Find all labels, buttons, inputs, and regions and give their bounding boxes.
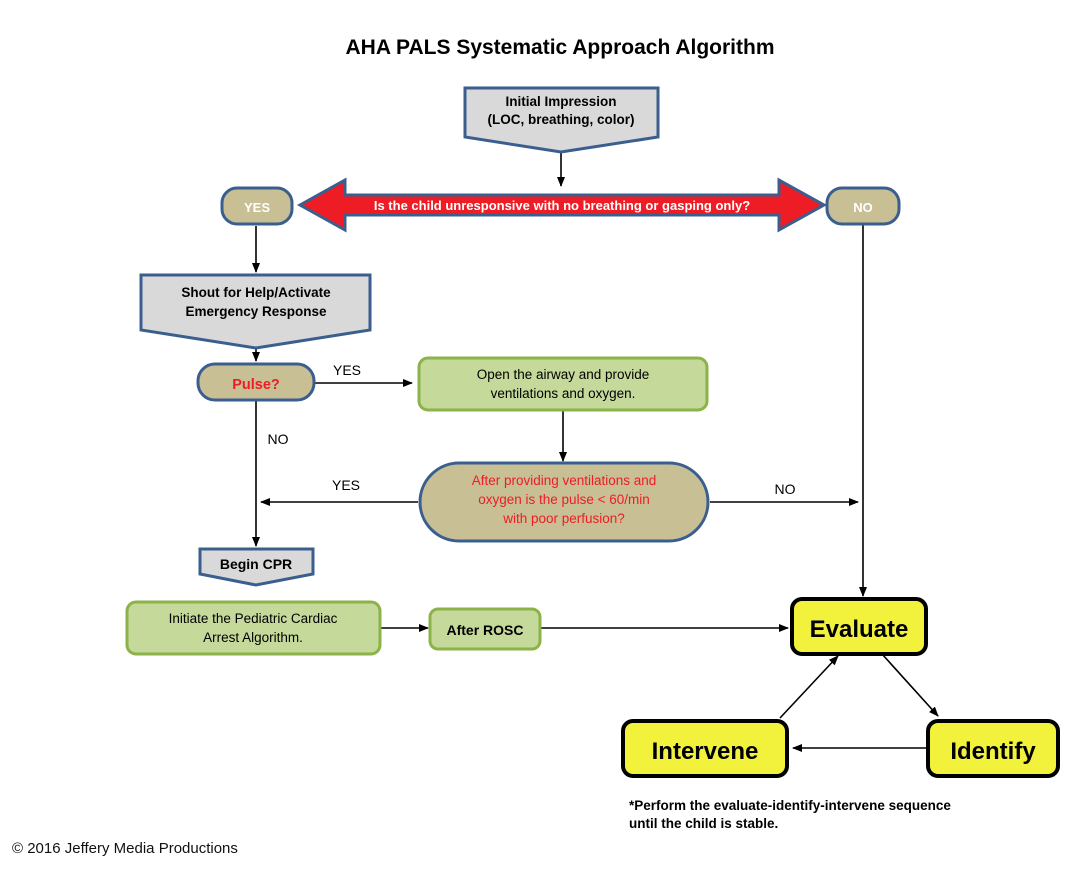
initiate-algorithm-shape bbox=[125, 600, 382, 656]
footnote-line1: *Perform the evaluate-identify-intervene… bbox=[629, 798, 951, 813]
node-evaluate[interactable]: Evaluate bbox=[790, 597, 928, 656]
node-initiate-algorithm[interactable]: Initiate the Pediatric Cardiac Arrest Al… bbox=[125, 600, 382, 656]
node-shout-for-help[interactable]: Shout for Help/Activate Emergency Respon… bbox=[139, 273, 372, 350]
node-begin-cpr[interactable]: Begin CPR bbox=[198, 547, 315, 587]
shout-for-help-line1: Shout for Help/Activate bbox=[181, 285, 331, 300]
question-banner-label: Is the child unresponsive with no breath… bbox=[374, 198, 750, 213]
edge-intervene-to-evaluate bbox=[779, 655, 839, 719]
open-airway-line2: ventilations and oxygen. bbox=[491, 386, 636, 401]
edge-evaluate-to-identify bbox=[881, 653, 939, 717]
identify-label: Identify bbox=[950, 738, 1036, 765]
open-airway-shape bbox=[417, 356, 709, 412]
node-question-banner[interactable]: Is the child unresponsive with no breath… bbox=[296, 177, 828, 233]
begin-cpr-shape bbox=[198, 547, 315, 587]
initiate-algorithm-line2: Arrest Algorithm. bbox=[203, 630, 303, 645]
node-pulse[interactable]: Pulse? bbox=[196, 362, 316, 402]
yes-pill-label: YES bbox=[244, 200, 270, 215]
pulse-check-oval-shape bbox=[418, 461, 710, 543]
node-pulse-check-oval[interactable]: After providing ventilations and oxygen … bbox=[418, 461, 710, 543]
no-pill-shape bbox=[825, 186, 901, 226]
evaluate-label: Evaluate bbox=[810, 616, 909, 643]
pulse-shape bbox=[196, 362, 316, 402]
node-intervene[interactable]: Intervene bbox=[621, 719, 789, 778]
identify-shape bbox=[926, 719, 1060, 778]
node-initial-impression[interactable]: Initial Impression (LOC, breathing, colo… bbox=[463, 86, 660, 154]
yes-pill-shape bbox=[220, 186, 294, 226]
edge-label-oval-yes: YES bbox=[332, 477, 360, 493]
node-after-rosc[interactable]: After ROSC bbox=[428, 607, 542, 651]
shout-for-help-line2: Emergency Response bbox=[185, 304, 327, 319]
initial-impression-line1: Initial Impression bbox=[505, 94, 616, 109]
after-rosc-label: After ROSC bbox=[446, 622, 523, 638]
pulse-check-line2: oxygen is the pulse < 60/min bbox=[478, 492, 649, 507]
node-no-pill[interactable]: NO bbox=[825, 186, 901, 226]
begin-cpr-label: Begin CPR bbox=[220, 556, 292, 572]
pulse-check-line3: with poor perfusion? bbox=[502, 511, 625, 526]
connector-lines bbox=[252, 152, 939, 752]
initial-impression-line2: (LOC, breathing, color) bbox=[488, 112, 635, 127]
copyright-notice: © 2016 Jeffery Media Productions bbox=[12, 840, 238, 857]
evaluate-shape bbox=[790, 597, 928, 656]
pulse-label: Pulse? bbox=[232, 377, 280, 393]
edge-label-pulse-yes: YES bbox=[333, 362, 361, 378]
intervene-label: Intervene bbox=[652, 738, 759, 765]
edge-labels: YES NO YES NO bbox=[268, 362, 796, 497]
node-yes-pill[interactable]: YES bbox=[220, 186, 294, 226]
after-rosc-shape bbox=[428, 607, 542, 651]
pulse-check-line1: After providing ventilations and bbox=[472, 473, 657, 488]
open-airway-line1: Open the airway and provide bbox=[477, 367, 650, 382]
footnote: *Perform the evaluate-identify-intervene… bbox=[629, 798, 951, 831]
edge-label-oval-no: NO bbox=[775, 481, 796, 497]
initiate-algorithm-line1: Initiate the Pediatric Cardiac bbox=[169, 611, 338, 626]
question-banner-shape bbox=[296, 177, 828, 233]
no-pill-label: NO bbox=[853, 200, 873, 215]
edge-label-pulse-no: NO bbox=[268, 431, 289, 447]
page-title: AHA PALS Systematic Approach Algorithm bbox=[345, 36, 774, 59]
initial-impression-shape bbox=[463, 86, 660, 154]
footnote-line2: until the child is stable. bbox=[629, 816, 778, 831]
intervene-shape bbox=[621, 719, 789, 778]
shout-for-help-shape bbox=[139, 273, 372, 350]
node-identify[interactable]: Identify bbox=[926, 719, 1060, 778]
node-open-airway[interactable]: Open the airway and provide ventilations… bbox=[417, 356, 709, 412]
